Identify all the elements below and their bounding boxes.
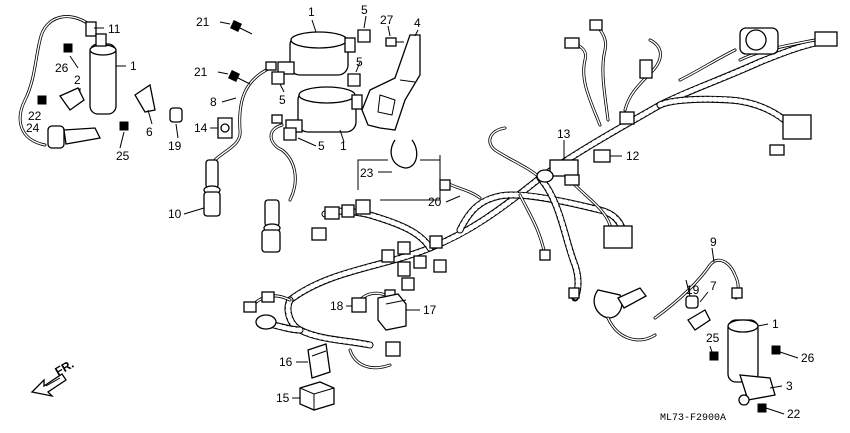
callout-7: 7 [710, 279, 717, 293]
right-coil-assembly [593, 258, 781, 413]
callout-26: 26 [55, 61, 69, 75]
callout-11: 11 [108, 22, 121, 36]
wire-clamp [217, 117, 233, 139]
plug-cap-left [203, 159, 221, 217]
callout-23: 23 [360, 166, 374, 180]
callout-6: 6 [146, 125, 153, 139]
callout-5: 5 [361, 3, 368, 17]
callout-24: 24 [26, 121, 40, 135]
callout-21: 21 [196, 15, 210, 29]
callout-25: 25 [706, 331, 720, 345]
bolts-grommets [228, 20, 404, 141]
callout-20: 20 [428, 195, 442, 209]
relay-15 [299, 381, 335, 411]
callout-18: 18 [330, 299, 344, 313]
callout-2: 2 [74, 73, 81, 87]
callout-12: 12 [626, 149, 640, 163]
callout-1: 1 [772, 317, 779, 331]
callout-21: 21 [194, 65, 208, 79]
callout-27: 27 [380, 13, 394, 27]
ignition-coil-lower [285, 86, 363, 133]
callout-5: 5 [318, 139, 325, 153]
unit-16 [307, 343, 331, 379]
coil-bracket [361, 34, 421, 131]
callout-3: 3 [786, 379, 793, 393]
callout-22: 22 [28, 109, 42, 123]
main-wire-harness [258, 38, 824, 349]
relay-18 [351, 297, 367, 313]
callout-1: 1 [308, 5, 315, 19]
front-direction-label: FR. [53, 357, 77, 379]
ignition-coil-upper [277, 31, 356, 76]
callout-25: 25 [116, 149, 130, 163]
callout-4: 4 [414, 16, 421, 30]
callout-9: 9 [710, 235, 717, 249]
callout-19: 19 [686, 283, 700, 297]
callout-numbers: 11 1 26 2 22 24 25 6 19 21 21 1 5 27 4 8… [26, 3, 815, 421]
callout-17: 17 [423, 303, 437, 317]
callout-1: 1 [130, 59, 137, 73]
relay-17 [377, 293, 407, 331]
harness-connectors [243, 19, 838, 357]
callout-8: 8 [210, 95, 217, 109]
callout-22: 22 [787, 407, 801, 421]
callout-15: 15 [276, 391, 290, 405]
callout-5: 5 [356, 55, 363, 69]
callout-10: 10 [168, 207, 182, 221]
callout-5: 5 [279, 93, 286, 107]
callout-19: 19 [168, 139, 182, 153]
diagram-code: ML73-F2900A [660, 413, 726, 424]
callout-16: 16 [279, 355, 293, 369]
callout-26: 26 [801, 351, 815, 365]
leader-lines [69, 15, 799, 415]
plug-cap-right [261, 199, 281, 253]
front-direction-arrow [30, 373, 67, 398]
clip-inset [357, 139, 441, 201]
callout-13: 13 [557, 127, 571, 141]
callout-14: 14 [194, 121, 208, 135]
callout-1: 1 [340, 139, 347, 153]
plug-wires [213, 61, 297, 202]
left-coil-assembly [18, 15, 183, 149]
